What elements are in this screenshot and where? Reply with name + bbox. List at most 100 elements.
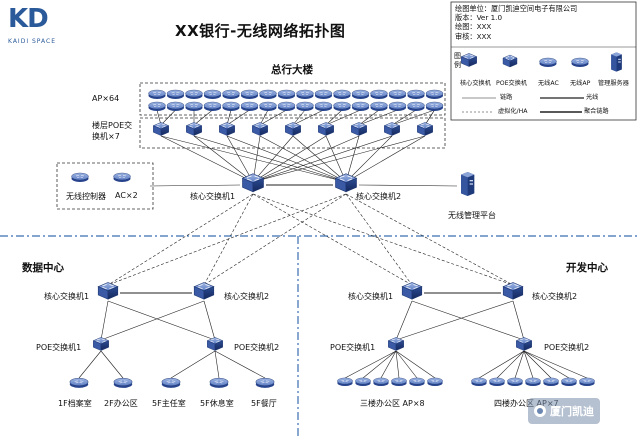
hq-poe-core-link <box>252 135 327 183</box>
dc-poe1-icon <box>93 337 109 351</box>
hq-ap-link <box>226 109 250 126</box>
hq-ap-icon <box>314 89 333 100</box>
hq-ap-icon <box>166 101 185 112</box>
hq-poe-switch-icon <box>417 122 433 136</box>
dev-core-poe-link <box>395 300 413 341</box>
dc-core2-label: 核心交换机2 <box>224 292 270 301</box>
dev-ap-label-2: 四楼办公区 AP×7 <box>494 399 559 408</box>
logo: KD KAIDI SPACE <box>6 4 72 46</box>
dc-core-poe-link <box>100 300 205 341</box>
legend-ap-icon <box>571 57 589 68</box>
dev-poe-ap-link <box>514 350 525 379</box>
hq-poe-core-link <box>193 135 347 183</box>
hq-ap-icon <box>259 89 277 100</box>
dc-core-poe-link <box>203 300 216 341</box>
info-block: 绘图单位：厦门凯迪空间电子有限公司 版本：Ver 1.0 绘图：XXX 审核：X… <box>455 4 577 41</box>
dev-core-poe-link <box>411 300 525 341</box>
dev-poe-ap-link <box>395 350 436 379</box>
dev-core1-icon <box>401 282 423 300</box>
hq-ap-icon <box>314 101 333 112</box>
dev-poe-ap-link <box>523 350 570 379</box>
hq-ap-icon <box>185 89 203 100</box>
dev-poe-ap-link <box>478 350 525 379</box>
dev-poe-ap-link <box>523 350 534 379</box>
dev-core2-label: 核心交换机2 <box>532 292 578 301</box>
hq-poe-switch-icon <box>153 122 169 136</box>
hq-poe-switch-icon <box>219 122 235 136</box>
hq-poe-core-link <box>160 135 254 183</box>
dc-ap-label-4: 5F休息室 <box>200 399 234 408</box>
hq-ac-label-1: 无线控制器 <box>66 192 106 201</box>
legend-item-poe: POE交换机 <box>496 80 528 87</box>
dc-core-poe-link <box>107 300 216 341</box>
hq-poe-label-2: 换机×7 <box>92 132 120 141</box>
dev-ap-icon <box>579 377 595 387</box>
hq-dc-link <box>203 193 347 286</box>
hq-poe-core-link <box>345 135 360 183</box>
hq-poe-core-link <box>252 135 360 183</box>
hq-ap-link <box>424 109 435 126</box>
dev-poe2-icon <box>516 337 532 351</box>
hq-ap-link <box>292 109 324 126</box>
hq-dc-link <box>107 193 254 286</box>
hq-poe-core-link <box>345 135 426 183</box>
hq-core2-icon <box>335 173 357 193</box>
hq-ap-link <box>358 109 380 126</box>
watermark-text: 厦门凯迪 <box>550 405 594 418</box>
dc-core1-icon <box>97 282 119 300</box>
dc-ap-icon <box>113 377 133 389</box>
hq-poe-switch-icon <box>318 122 334 136</box>
dev-core2-icon <box>502 282 524 300</box>
hq-poe-core-link <box>252 135 393 183</box>
hq-poe-core-link <box>252 135 294 183</box>
legend-item-ap: 无线AP <box>570 80 591 87</box>
legend-line-aggregate: 聚合链路 <box>584 108 609 115</box>
hq-dc-link <box>203 193 254 286</box>
watermark-icon <box>534 405 546 417</box>
hq-ap-icon <box>296 89 314 100</box>
hq-ap-link <box>292 109 306 126</box>
hq-ac-icon <box>113 172 131 183</box>
legend-line-link: 链路 <box>500 94 513 101</box>
hq-ap-link <box>160 109 176 126</box>
legend-poe-icon <box>502 54 518 68</box>
hq-poe-switch-icon <box>186 122 202 136</box>
dc-poe-ap-link <box>170 350 216 379</box>
legend-item-core: 核心交换机 <box>460 80 491 87</box>
legend-item-ac: 无线AC <box>538 80 559 87</box>
legend-label: 图例 <box>454 52 461 69</box>
hq-ap-link <box>391 109 417 126</box>
hq-poe-core-link <box>292 135 347 183</box>
dev-ap-icon <box>543 377 559 387</box>
hq-ap-icon <box>388 101 407 112</box>
legend-line-fiber: 光线 <box>586 94 599 101</box>
hq-ap-link <box>259 109 287 126</box>
dev-poe1-icon <box>388 337 404 351</box>
info-line-version: 版本：Ver 1.0 <box>455 13 503 23</box>
watermark: 厦门凯迪 <box>528 398 600 424</box>
ap-group-frame <box>139 82 446 116</box>
page-title: XX银行-无线网络拓扑图 <box>175 22 346 40</box>
hq-ap-icon <box>240 101 259 112</box>
hq-ap-link <box>325 109 361 126</box>
dev-core1-label: 核心交换机1 <box>348 292 394 301</box>
hq-poe-core-link <box>160 135 347 183</box>
dev-ap-label-1: 三楼办公区 AP×8 <box>360 399 425 408</box>
dc-core2-icon <box>193 282 215 300</box>
dev-ap-icon <box>373 377 389 387</box>
hq-poe-switch-icon <box>285 122 301 136</box>
hq-ap-icon <box>407 89 425 100</box>
dc-poe-ap-link <box>214 350 266 379</box>
dev-core-poe-link <box>395 300 514 341</box>
dc-core-poe-link <box>100 300 109 341</box>
hq-ap-icon <box>277 89 296 100</box>
dev-ap-icon <box>427 377 443 387</box>
hq-ap-icon <box>222 101 240 112</box>
hq-ap-icon <box>148 101 166 112</box>
hq-ap-link <box>259 109 269 126</box>
hq-ap-icon <box>351 101 370 112</box>
dc-ap-label-3: 5F主任室 <box>152 399 186 408</box>
hq-ap-icon <box>425 89 444 100</box>
dc-title: 数据中心 <box>22 262 64 274</box>
hq-core1-label: 核心交换机1 <box>190 192 236 201</box>
